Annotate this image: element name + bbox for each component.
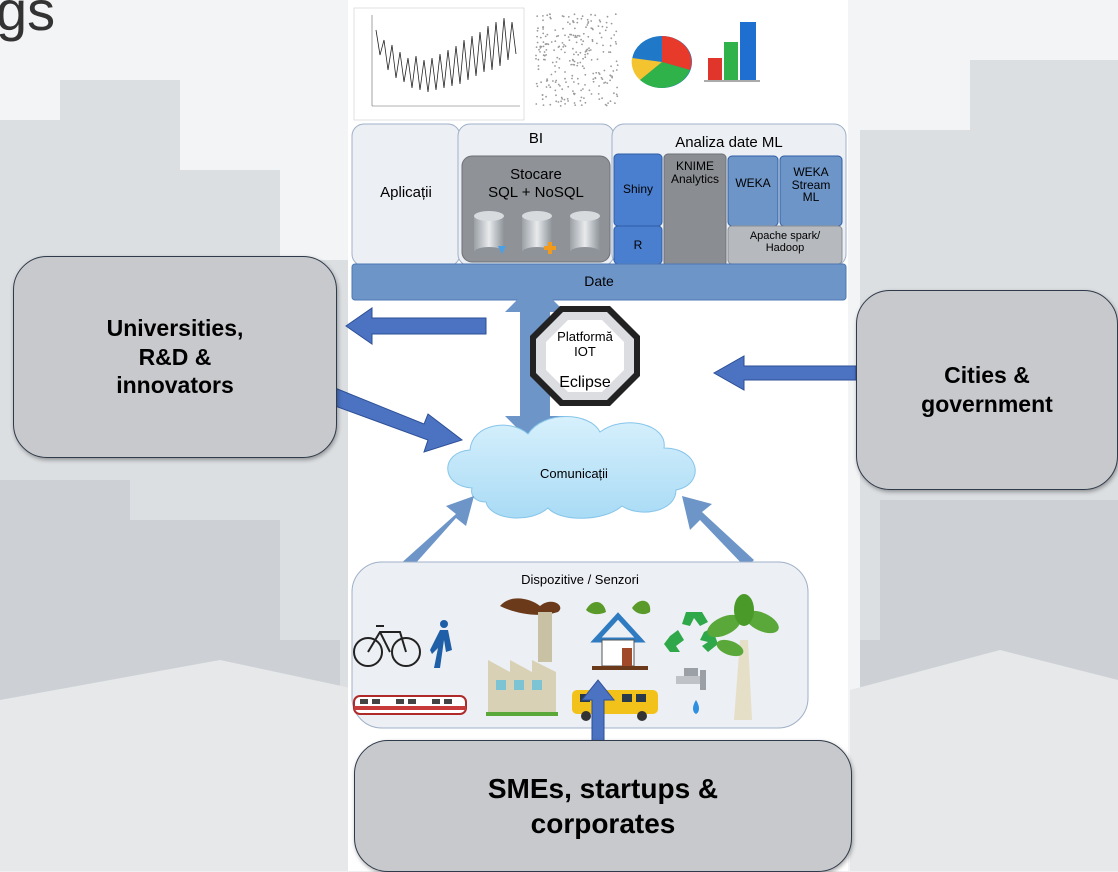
date-label: Date xyxy=(584,273,614,289)
smes-callout: SMEs, startups & corporates xyxy=(354,740,852,872)
weka-box xyxy=(727,155,779,227)
water-tap-icon xyxy=(676,668,706,714)
spark-label: Apache spark/ Hadoop xyxy=(749,230,821,255)
tree-icon xyxy=(707,594,779,720)
arrow-devices-right xyxy=(682,496,754,568)
analiza-label: Analiza date ML xyxy=(675,134,783,151)
train-icon xyxy=(353,695,467,715)
shiny-label: Shiny xyxy=(622,182,654,196)
cities-callout: Cities & government xyxy=(856,290,1118,490)
knime-label: KNIME Analytics xyxy=(670,159,720,187)
arrow-to-universities xyxy=(345,307,487,345)
factory-icon xyxy=(486,598,561,716)
platforma-label: Platformă IOT xyxy=(557,329,613,359)
arrow-smes-to-bus xyxy=(580,679,616,745)
comunicatii-cloud xyxy=(447,416,696,519)
stocare-label: Stocare SQL + NoSQL xyxy=(488,166,584,201)
arrow-cities-to-platform xyxy=(712,355,857,391)
comunicatii-label: Comunicații xyxy=(540,466,608,481)
date-bar xyxy=(351,263,847,301)
bicycle-icon xyxy=(353,625,421,667)
r-label: R xyxy=(633,238,643,252)
aplicatii-label: Aplicații xyxy=(380,184,432,201)
scatter-plot-icon xyxy=(532,8,624,112)
line-chart-icon xyxy=(353,7,525,121)
pedestrian-icon xyxy=(430,620,452,668)
bi-label: BI xyxy=(528,130,544,147)
weka-stream-label: WEKA Stream ML xyxy=(791,165,831,205)
arrow-universities-to-cloud xyxy=(323,385,464,453)
corner-text: gs xyxy=(0,0,56,42)
eclipse-label: Eclipse xyxy=(559,374,611,391)
dispozitive-box xyxy=(351,561,809,729)
iot-platform-octagon xyxy=(530,306,640,406)
house-icon xyxy=(586,600,651,670)
arrow-devices-left xyxy=(398,496,474,574)
pie-chart-icon xyxy=(631,36,692,88)
weka-label: WEKA xyxy=(735,176,771,190)
universities-callout: Universities, R&D & innovators xyxy=(13,256,337,458)
database-icon xyxy=(474,211,600,257)
dispozitive-label: Dispozitive / Senzori xyxy=(521,572,639,587)
bar-chart-icon xyxy=(704,22,760,82)
